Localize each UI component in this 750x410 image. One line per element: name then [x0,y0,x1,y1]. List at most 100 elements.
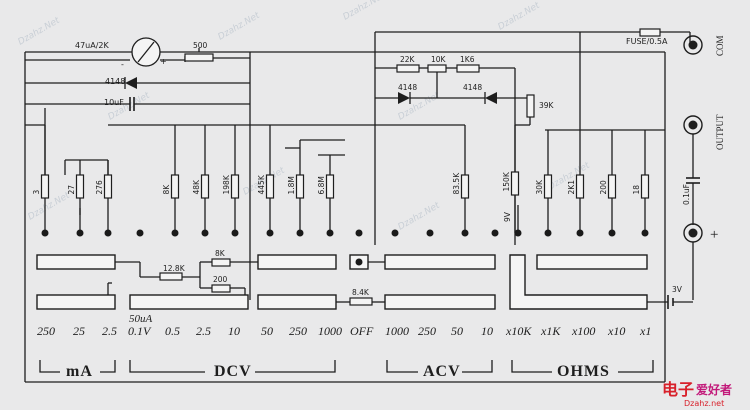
range-ohms-0: x10K [505,324,532,338]
resistor-r-445k [265,174,275,199]
switch-contact [641,229,649,237]
logo-cn-b: 爱好者 [696,382,732,397]
watermark-text: Dzahz.Net [17,16,62,48]
ma-dcv-wiring [25,124,465,215]
section-labels: mA DCV ACV OHMS [39,360,654,380]
pot-500-label: 500 [193,41,208,50]
resistor-r-2k1 [575,174,585,199]
switch-contact [514,229,522,237]
r-8k-mid-label: 8K [215,249,226,258]
resistor-r-200 [607,174,617,199]
resistor-r-6m8 [325,174,335,199]
resistor-r-3 [40,174,50,199]
watermark-text: Dzahz.Net [397,201,442,233]
battery-3v: 3V [647,285,693,309]
label-r-8k: 8K [162,184,171,195]
logo-url: Dzahz.net [684,399,724,408]
resistor-r-48k [200,174,210,199]
label-r-445k: 445K [257,174,266,194]
range-dcv-2: 2.5 [196,324,211,338]
range-ma-2: 2.5 [102,324,117,338]
com-jack: COM [683,35,725,56]
output-label: OUTPUT [715,114,725,150]
label-r-27: 27 [67,185,76,195]
site-logo: 电子 爱好者 Dzahz.net [662,380,732,408]
label-r-48k: 48K [192,179,201,195]
r-22k-label: 22K [400,55,416,64]
range-acv-1: 250 [418,324,436,338]
resistor-r-18 [640,174,650,199]
plus-jack: + [683,223,718,300]
zener-label: 9V [503,211,512,222]
output-jack: OUTPUT 0.1uF [682,114,725,225]
zener: 9V [503,205,519,230]
switch-contact [426,229,434,237]
fuse-label: FUSE/0.5A [626,37,668,46]
label-r-18: 18 [632,185,641,195]
r-12k8-label: 12.8K [163,264,186,273]
label-r-198k: 198K [222,174,231,194]
section-ohms: OHMS [557,363,610,380]
switch-contact [576,229,584,237]
pot-500: 500 [184,41,251,300]
label-r-276: 276 [95,180,104,195]
range-acv-0: 1000 [385,324,409,338]
cap-10uf-label: 10uF [104,98,124,107]
switch-contacts [41,229,649,237]
switch-contact [171,229,179,237]
watermark-text: Dzahz.Net [342,0,387,23]
resistor-r-276 [103,174,113,199]
label-r-6m8: 6.8M [317,176,326,194]
resistor-r-8k [170,174,180,199]
meter-symbol: 47uA/2K - + [25,37,186,69]
range-dcv-4: 50 [261,324,273,338]
section-acv: ACV [423,363,461,380]
switch-contact [326,229,334,237]
label-r-200: 200 [599,180,608,195]
switch-contact [201,229,209,237]
range-acv-3: 10 [481,324,493,338]
switch-contact [296,229,304,237]
watermark-text: Dzahz.Net [497,1,542,33]
range-dcv-6: 1000 [318,324,342,338]
range-off: OFF [350,324,374,338]
r-1k6-label: 1K6 [460,55,475,64]
switch-contact [461,229,469,237]
switch-contact [231,229,239,237]
switch-contact [104,229,112,237]
switch-contact [544,229,552,237]
range-dcv-5: 250 [289,324,307,338]
diode-4148-a-label: 4148 [398,83,417,92]
cap-out-label: 0.1uF [682,184,691,205]
resistor-r-27 [75,174,85,199]
switch-contact [608,229,616,237]
resistor-r-1m8 [295,174,305,199]
resistor-r-150k [510,171,520,196]
resistor-r-198k [230,174,240,199]
r-200-mid-label: 200 [213,275,228,284]
cap-10uf: 10uF [25,97,250,111]
com-label: COM [715,35,725,56]
switch-contact [355,229,363,237]
label-r-2k1: 2K1 [567,180,576,195]
diode-4148-left: 4148 [25,77,250,89]
meter-plus-label: + [160,57,167,66]
range-ohms-1: x1K [540,324,561,338]
meter-label: 47uA/2K [75,41,110,50]
diode-4148-b-label: 4148 [463,83,482,92]
range-ma-1: 25 [73,324,85,338]
switch-contact [491,229,499,237]
switch-contact [266,229,274,237]
range-dcv-1: 0.5 [165,324,180,338]
label-r-1m8: 1.8M [287,176,296,194]
switch-contact [41,229,49,237]
meter-minus-label: - [121,60,124,69]
range-dcv-3: 10 [228,324,240,338]
range-ohms-3: x10 [607,324,625,338]
switch-bars [36,254,648,310]
